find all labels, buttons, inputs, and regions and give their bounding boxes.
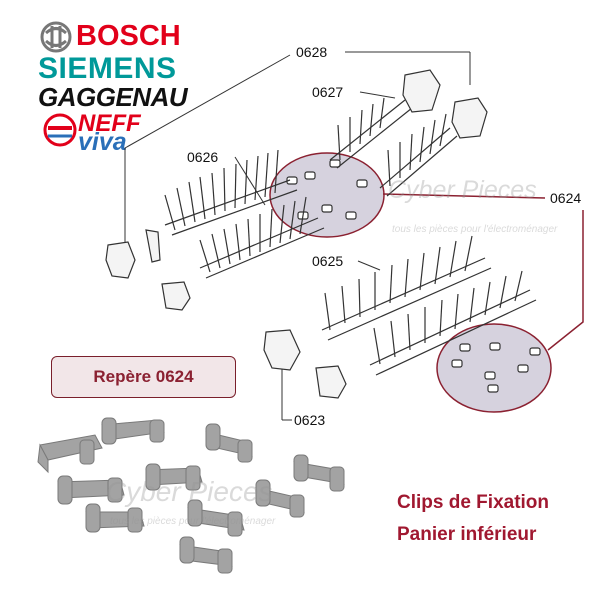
- hinge-parts-0626: [105, 229, 191, 311]
- hinge-parts-0628: [402, 69, 488, 139]
- clip-6: [293, 454, 345, 492]
- zoom-circle-top: [269, 152, 385, 238]
- clips-bottom-circle: [451, 342, 541, 393]
- clip-9: [255, 479, 305, 518]
- callout-0624: 0624: [550, 190, 582, 206]
- clip-1: [37, 434, 103, 474]
- clip-7: [85, 503, 145, 533]
- clip-8: [187, 499, 245, 537]
- leader-0624-top: [382, 193, 546, 199]
- clip-2: [101, 417, 165, 445]
- callout-0627: 0627: [312, 84, 344, 100]
- neff-wordmark: NEFF: [78, 110, 141, 137]
- clip-10: [179, 536, 233, 574]
- callout-0626: 0626: [187, 149, 219, 165]
- caption-line-2: Panier inférieur: [397, 524, 537, 545]
- watermark-bottom: Cyber Pieces: [106, 476, 273, 507]
- clip-5: [145, 463, 203, 491]
- zoom-circle-bottom: [436, 323, 552, 413]
- hinge-parts-0623: [263, 329, 347, 399]
- callout-0623: 0623: [294, 412, 326, 428]
- watermark-top: Cyber Pieces: [388, 176, 537, 204]
- clip-3: [205, 423, 253, 463]
- rack-0625: [321, 235, 537, 376]
- clip-4: [57, 475, 125, 505]
- viva-logo: viva: [78, 128, 127, 156]
- callout-0625: 0625: [312, 253, 344, 269]
- rack-0626: [164, 149, 325, 279]
- caption-line-1: Clips de Fixation: [397, 492, 550, 513]
- gaggenau-logo: GAGGENAU: [38, 82, 188, 112]
- bosch-wordmark: BOSCH: [76, 20, 181, 52]
- leader-0624-bottom: [547, 210, 584, 351]
- watermark-top-sub: tous les pièces pour l'électroménager: [392, 224, 558, 235]
- siemens-logo: SIEMENS: [38, 52, 177, 85]
- repere-badge: Repère 0624: [51, 356, 236, 398]
- callout-0628: 0628: [296, 44, 328, 60]
- watermark-bottom-sub: tous les pièces pour l'électroménager: [110, 516, 276, 527]
- rack-0627: [329, 97, 458, 197]
- clip-photos: [37, 417, 345, 574]
